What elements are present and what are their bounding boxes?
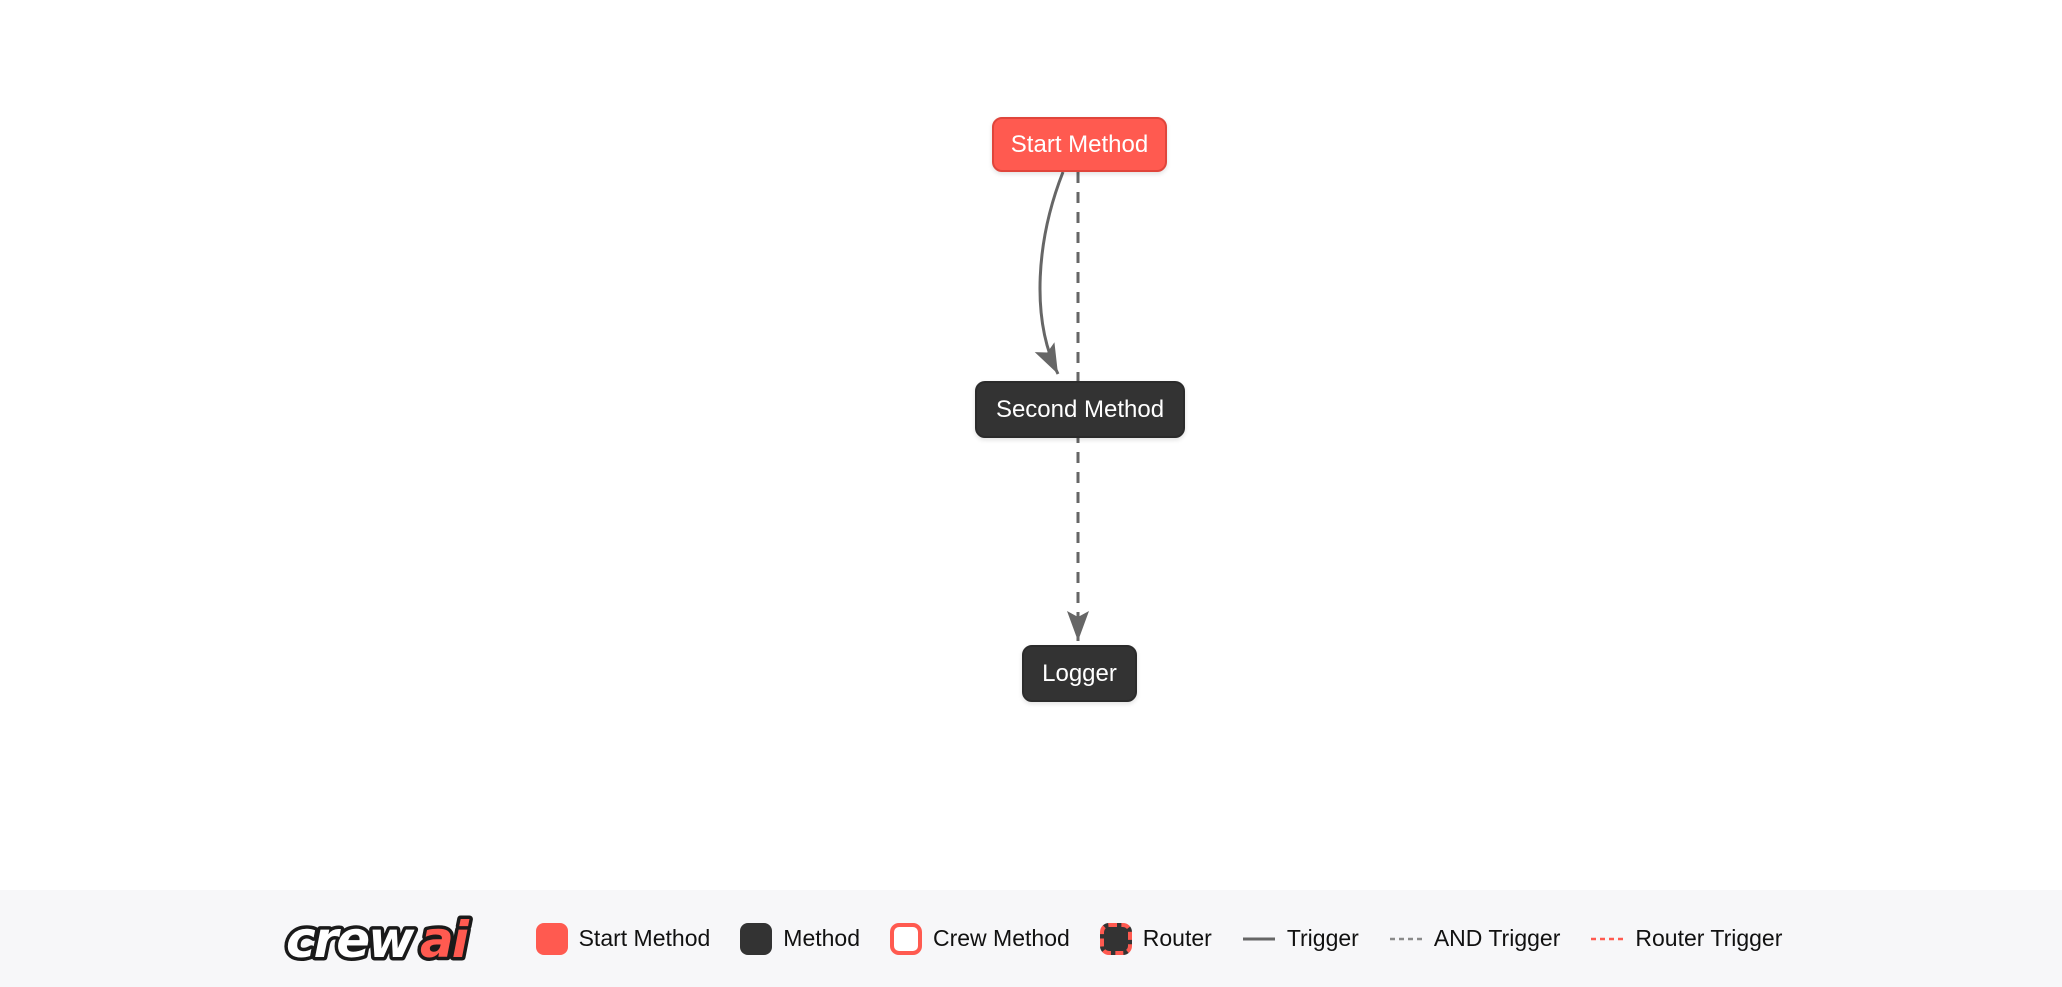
legend-bar: crew ai Start Method Method Crew Method …: [0, 890, 2062, 987]
router-trigger-line-icon: [1591, 937, 1624, 940]
legend-item-router-trigger: Router Trigger: [1590, 925, 1782, 952]
legend-label: Router Trigger: [1635, 925, 1783, 951]
legend-label: Router: [1142, 925, 1212, 951]
node-label: Start Method: [1010, 130, 1149, 158]
crew-method-swatch-icon: [890, 922, 922, 955]
legend-item-router: Router: [1099, 922, 1212, 955]
legend-label: Method: [783, 925, 860, 951]
legend-item-start-method: Start Method: [535, 922, 711, 955]
legend-label: Crew Method: [933, 925, 1070, 951]
start-method-swatch-icon: [535, 922, 568, 955]
legend-item-crew-method: Crew Method: [890, 922, 1070, 955]
legend-label: Trigger: [1286, 925, 1359, 951]
legend-item-method: Method: [740, 922, 860, 955]
legend-item-trigger: Trigger: [1242, 925, 1359, 952]
and-trigger-line-icon: [1389, 937, 1422, 940]
node-start-method[interactable]: Start Method: [992, 117, 1167, 172]
legend-item-and-trigger: AND Trigger: [1389, 925, 1561, 952]
node-second-method[interactable]: Second Method: [975, 381, 1185, 438]
legend-label: AND Trigger: [1433, 925, 1561, 951]
logo-text-crew: crew: [286, 911, 415, 969]
node-logger[interactable]: Logger: [1022, 645, 1137, 702]
router-swatch-icon: [1099, 922, 1132, 955]
legend-label: Start Method: [578, 925, 711, 951]
node-label: Second Method: [995, 395, 1165, 423]
method-swatch-icon: [740, 922, 773, 955]
flow-canvas[interactable]: Start Method Second Method Logger: [0, 0, 2062, 890]
edges-layer: [1034, 171, 1089, 641]
node-label: Logger: [1042, 659, 1117, 687]
crewai-logo: crew ai: [282, 907, 475, 972]
logo-text-ai: ai: [420, 911, 470, 969]
trigger-line-icon: [1242, 937, 1275, 940]
edge-trigger-start-to-second: [1034, 171, 1065, 375]
